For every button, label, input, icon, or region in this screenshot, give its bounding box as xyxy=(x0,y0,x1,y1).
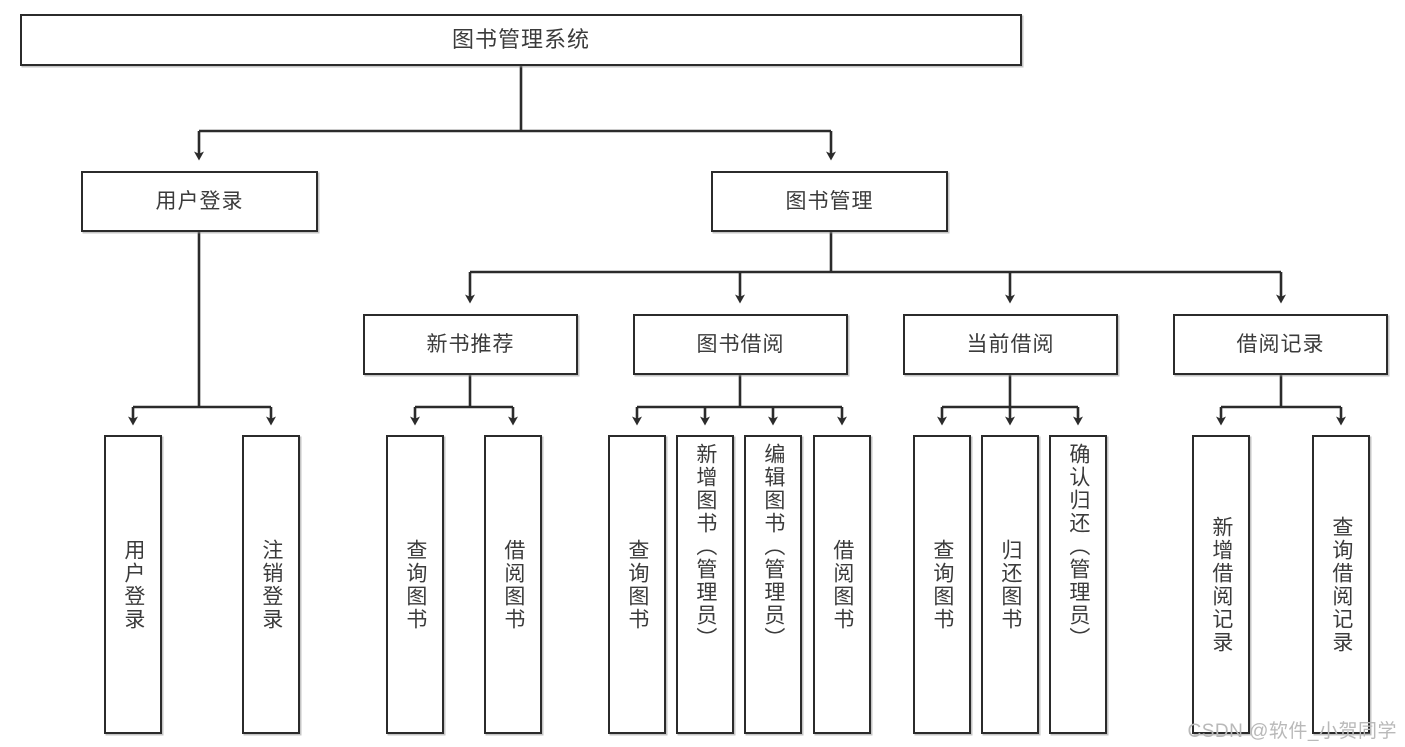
node-label: 用户登录 xyxy=(155,189,244,213)
node-label: 图书借阅 xyxy=(696,332,785,356)
leaf-current-query-book[interactable]: 查询图书 xyxy=(913,435,971,734)
node-new-book-recommend[interactable]: 新书推荐 xyxy=(363,314,578,375)
leaf-label: 确认归还（管理员） xyxy=(1066,443,1090,650)
leaf-label: 新增借阅记录 xyxy=(1209,515,1233,654)
leaf-label: 归还图书 xyxy=(998,538,1022,631)
leaf-borrow-borrow-book[interactable]: 借阅图书 xyxy=(813,435,871,734)
watermark-text: CSDN @软件_小贺同学 xyxy=(1187,721,1397,742)
leaf-label: 查询图书 xyxy=(930,538,954,631)
node-label: 借阅记录 xyxy=(1236,332,1325,356)
node-label: 图书管理系统 xyxy=(451,26,590,52)
node-book-borrow[interactable]: 图书借阅 xyxy=(633,314,848,375)
leaf-record-query-record[interactable]: 查询借阅记录 xyxy=(1312,435,1370,734)
leaf-label: 用户登录 xyxy=(121,538,145,631)
leaf-inner: 查询借阅记录 xyxy=(1314,437,1368,732)
leaf-label: 借阅图书 xyxy=(501,538,525,631)
leaf-inner: 确认归还（管理员） xyxy=(1051,437,1105,738)
leaf-current-return-book[interactable]: 归还图书 xyxy=(981,435,1039,734)
leaf-label: 查询借阅记录 xyxy=(1329,515,1353,654)
leaf-label: 编辑图书（管理员） xyxy=(761,443,785,650)
leaf-inner: 新增借阅记录 xyxy=(1194,437,1248,732)
node-label: 新书推荐 xyxy=(426,332,515,356)
leaf-label: 注销登录 xyxy=(259,538,283,631)
leaf-label: 借阅图书 xyxy=(830,538,854,631)
node-root-system[interactable]: 图书管理系统 xyxy=(20,14,1022,66)
leaf-current-confirm-return-admin[interactable]: 确认归还（管理员） xyxy=(1049,435,1107,734)
leaf-new-book-borrow[interactable]: 借阅图书 xyxy=(484,435,542,734)
leaf-record-add-record[interactable]: 新增借阅记录 xyxy=(1192,435,1250,734)
leaf-borrow-add-book-admin[interactable]: 新增图书（管理员） xyxy=(676,435,734,734)
leaf-inner: 查询图书 xyxy=(388,437,442,732)
leaf-borrow-edit-book-admin[interactable]: 编辑图书（管理员） xyxy=(744,435,802,734)
node-borrow-record[interactable]: 借阅记录 xyxy=(1173,314,1388,375)
leaf-user-login-logout[interactable]: 注销登录 xyxy=(242,435,300,734)
leaf-inner: 用户登录 xyxy=(106,437,160,732)
leaf-new-book-query[interactable]: 查询图书 xyxy=(386,435,444,734)
node-book-management[interactable]: 图书管理 xyxy=(711,171,948,232)
leaf-label: 查询图书 xyxy=(403,538,427,631)
leaf-inner: 查询图书 xyxy=(610,437,664,732)
leaf-borrow-query-book[interactable]: 查询图书 xyxy=(608,435,666,734)
node-user-login[interactable]: 用户登录 xyxy=(81,171,318,232)
leaf-inner: 编辑图书（管理员） xyxy=(746,437,800,738)
leaf-inner: 归还图书 xyxy=(983,437,1037,732)
node-label: 图书管理 xyxy=(785,189,874,213)
leaf-inner: 查询图书 xyxy=(915,437,969,732)
leaf-inner: 新增图书（管理员） xyxy=(678,437,732,738)
leaf-inner: 借阅图书 xyxy=(815,437,869,732)
leaf-inner: 注销登录 xyxy=(244,437,298,732)
leaf-label: 新增图书（管理员） xyxy=(693,443,717,650)
leaf-label: 查询图书 xyxy=(625,538,649,631)
leaf-user-login-login[interactable]: 用户登录 xyxy=(104,435,162,734)
leaf-inner: 借阅图书 xyxy=(486,437,540,732)
node-current-borrow[interactable]: 当前借阅 xyxy=(903,314,1118,375)
node-label: 当前借阅 xyxy=(966,332,1055,356)
